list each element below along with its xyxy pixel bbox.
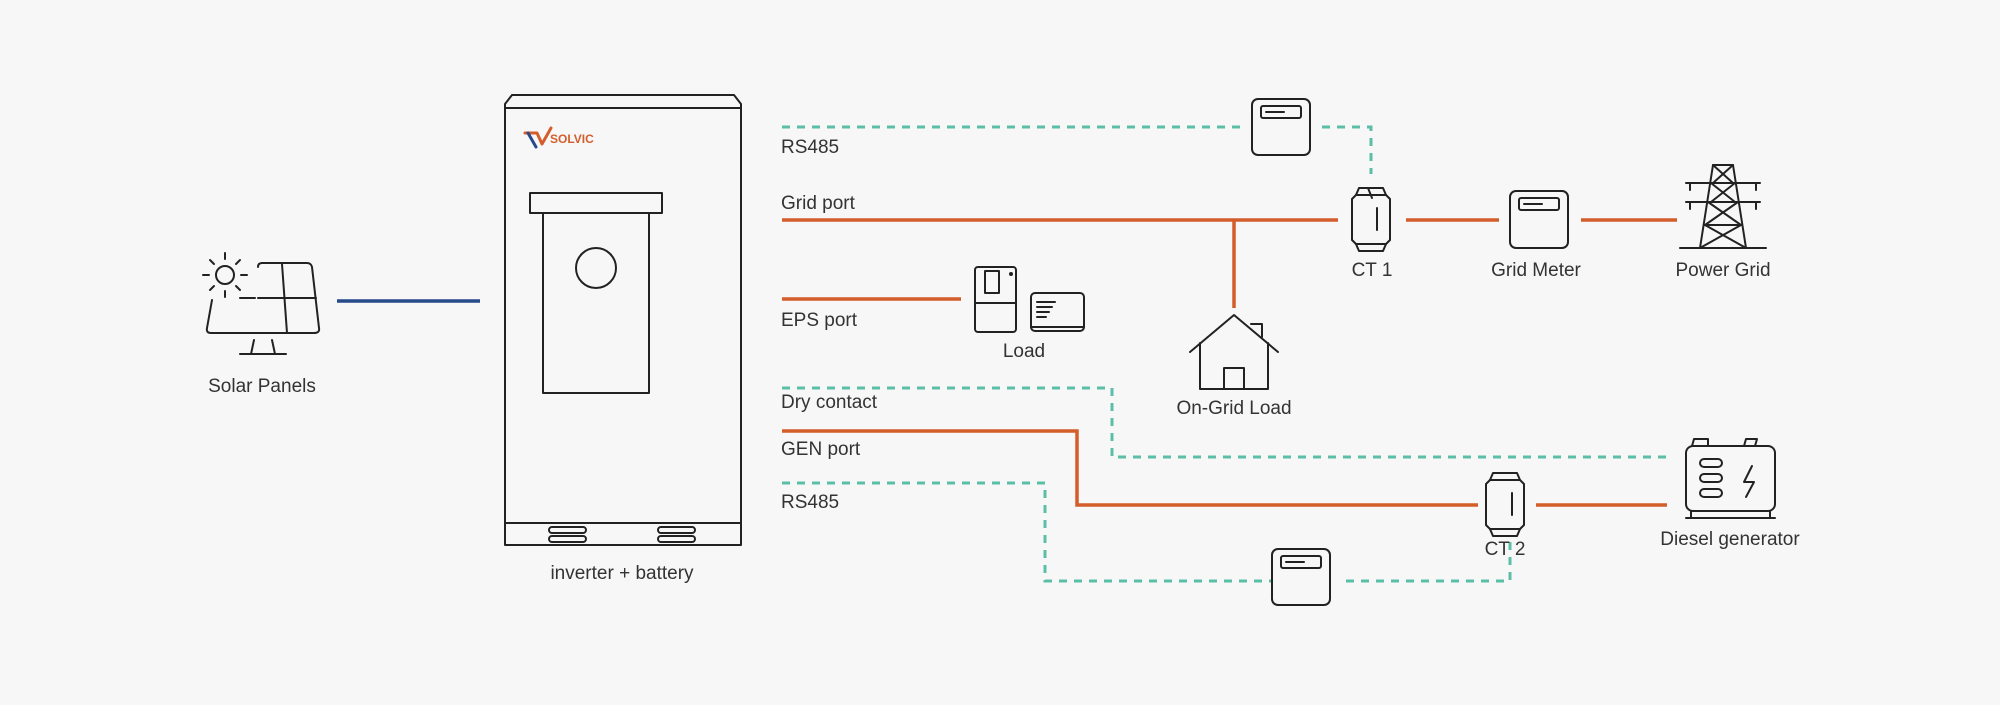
grid-meter-label: Grid Meter — [1491, 260, 1581, 281]
port-label-rs485-bottom: RS485 — [781, 492, 839, 513]
generator-icon — [1685, 438, 1776, 519]
power-grid-label: Power Grid — [1675, 260, 1770, 281]
comm-line-rs485-bottom-a — [782, 481, 1272, 583]
ct1-icon — [1351, 187, 1391, 252]
solar-panels-label: Solar Panels — [208, 376, 316, 397]
port-label-gen-port: GEN port — [781, 439, 861, 460]
comm-line-dry-contact — [782, 386, 1666, 459]
brand-logo-text: SOLVIC — [550, 132, 594, 146]
meter-icon-top — [1251, 98, 1311, 156]
load-label: Load — [1003, 341, 1045, 362]
power-line-gen-port — [782, 429, 1478, 507]
connection-lines — [337, 125, 1677, 583]
meter-icon-bottom — [1271, 548, 1331, 606]
port-label-grid-port: Grid port — [781, 193, 856, 214]
transmission-tower-icon — [1679, 164, 1767, 249]
house-icon — [1189, 314, 1279, 390]
diesel-generator-label: Diesel generator — [1660, 529, 1800, 550]
inverter-battery-label: inverter + battery — [550, 563, 694, 584]
appliance-icon — [974, 266, 1085, 333]
comm-line-rs485-top-b — [1322, 125, 1373, 174]
port-label-eps-port: EPS port — [781, 310, 858, 331]
grid-meter-icon — [1509, 190, 1569, 249]
solar-panel-icon — [202, 252, 321, 355]
on-grid-load-label: On-Grid Load — [1176, 398, 1291, 419]
port-label-rs485-top: RS485 — [781, 137, 839, 158]
brand-logo: SOLVIC — [523, 126, 594, 149]
inverter-battery-icon: SOLVIC — [504, 94, 742, 546]
ct2-icon — [1485, 472, 1525, 537]
port-label-dry-contact: Dry contact — [781, 392, 878, 413]
ct2-label: CT 2 — [1485, 539, 1526, 560]
ct1-label: CT 1 — [1352, 260, 1393, 281]
